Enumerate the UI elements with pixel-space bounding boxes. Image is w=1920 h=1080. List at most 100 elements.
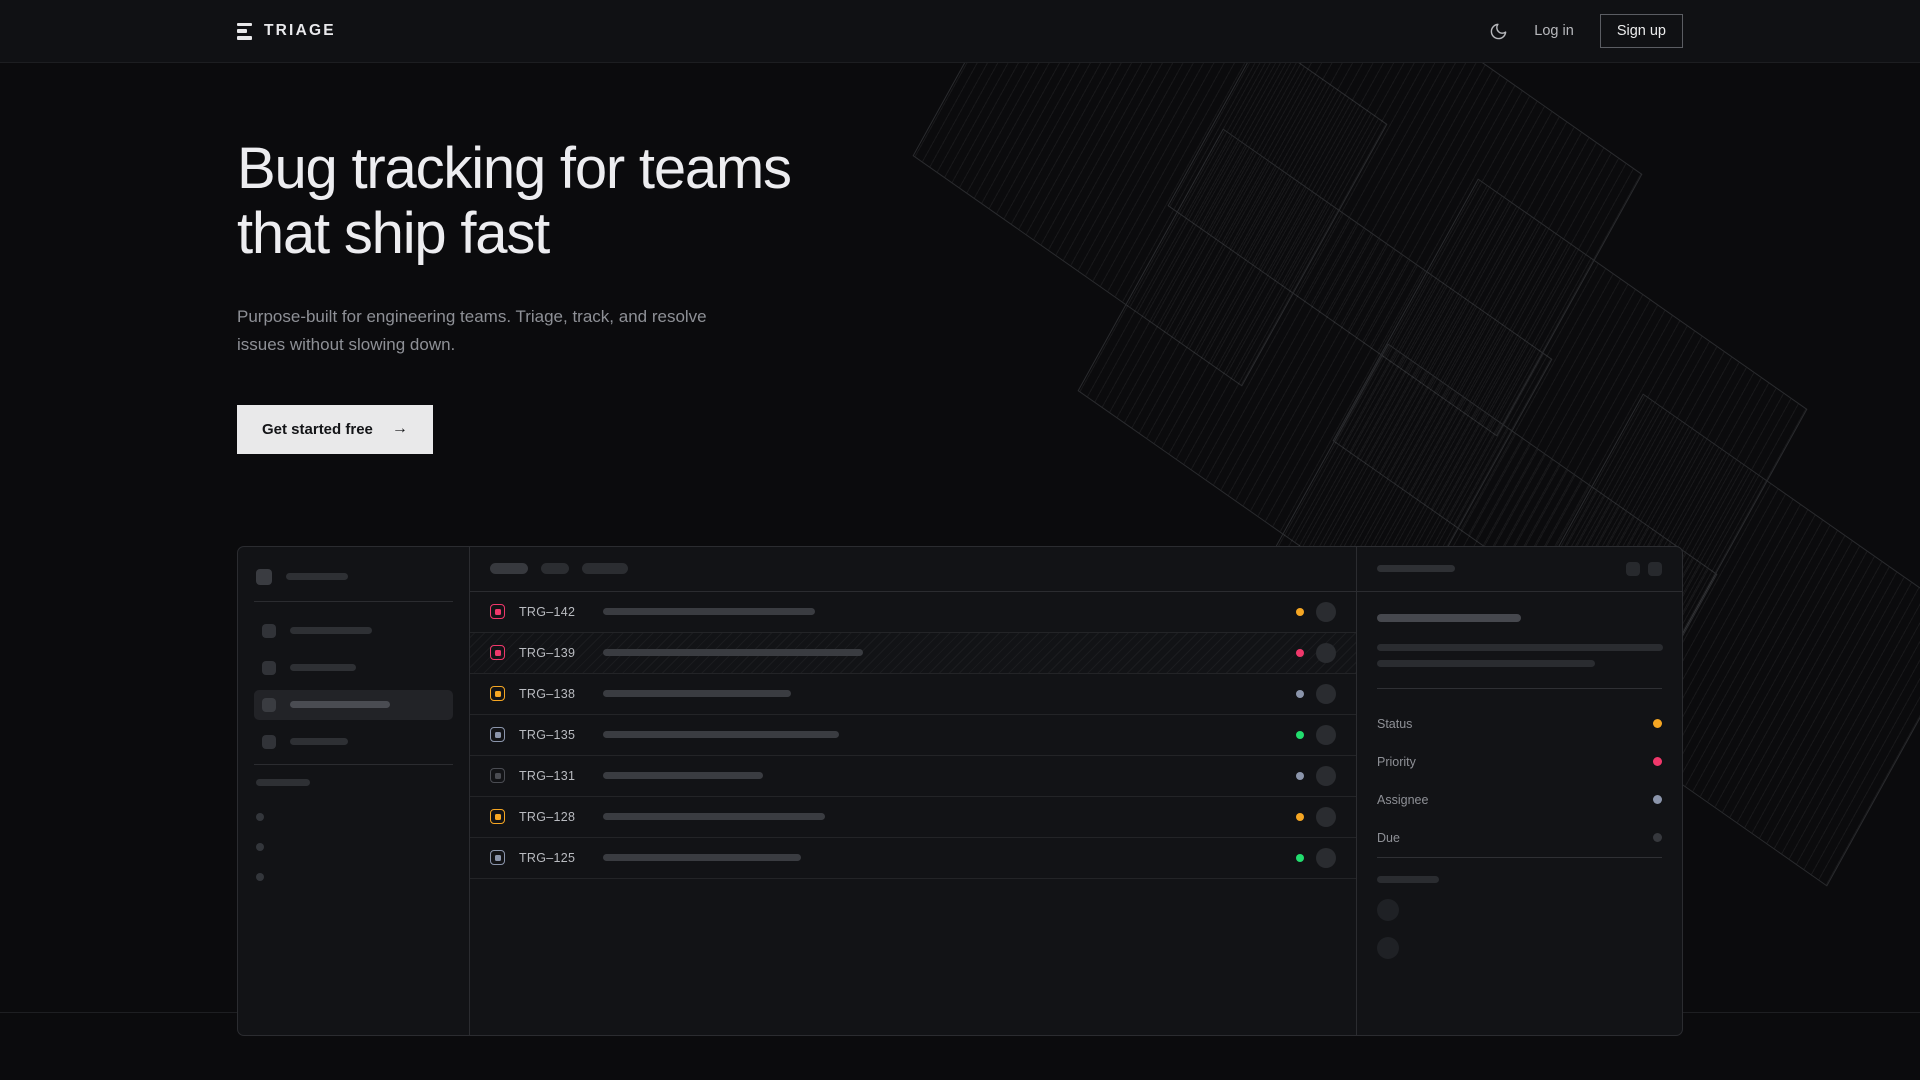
sidebar-item-icon [262, 734, 276, 749]
sidebar-section-heading [256, 778, 451, 786]
status-badge [1296, 648, 1304, 657]
toolbar-filter-chip-2[interactable] [582, 563, 628, 575]
project-dot-icon [256, 812, 264, 821]
issue-row-meta [1296, 642, 1336, 663]
issue-row-meta [1296, 765, 1336, 786]
sidebar-item-3[interactable] [254, 727, 453, 757]
sidebar-nav-list [254, 616, 453, 757]
detail-meta-label: Assignee [1377, 792, 1429, 807]
issue-type-icon [490, 645, 505, 661]
activity-avatar [1377, 898, 1399, 921]
get-started-label: Get started free [262, 420, 373, 438]
detail-divider-2 [1377, 856, 1662, 858]
project-dot-icon [256, 842, 264, 851]
issue-type-icon [490, 768, 505, 784]
detail-meta-row[interactable]: Priority [1377, 743, 1662, 781]
project-dot-icon [256, 872, 264, 881]
issue-type-icon [490, 604, 505, 620]
issue-id: TRG–139 [519, 645, 576, 660]
issue-row-meta [1296, 806, 1336, 827]
issue-title-skeleton [603, 854, 801, 862]
issue-row[interactable]: TRG–125 [470, 838, 1356, 879]
sidebar-item-label-skeleton [290, 738, 348, 746]
activity-heading-skeleton [1377, 875, 1439, 883]
login-link[interactable]: Log in [1534, 23, 1574, 39]
triage-bars-icon [237, 22, 252, 40]
detail-action-button-1[interactable] [1648, 561, 1662, 576]
avatar [1316, 601, 1336, 622]
issue-row[interactable]: TRG–131 [470, 756, 1356, 797]
top-navigation-bar: TRIAGE Log in Sign up [0, 0, 1920, 63]
description-line-skeleton [1377, 659, 1595, 667]
sidebar-workspace[interactable] [254, 565, 453, 599]
detail-meta-value-dot [1653, 833, 1662, 843]
sidebar-item-1[interactable] [254, 653, 453, 683]
sidebar-item-label-skeleton [290, 664, 356, 672]
issue-id: TRG–125 [519, 850, 576, 865]
detail-meta-value-dot [1653, 757, 1662, 767]
detail-meta-value-dot [1653, 719, 1662, 729]
sidebar-project-item[interactable] [254, 802, 453, 832]
detail-meta-label: Priority [1377, 754, 1416, 769]
avatar [1316, 683, 1336, 704]
brand-name: TRIAGE [264, 22, 336, 39]
issue-title-skeleton [603, 690, 791, 698]
detail-meta-label: Status [1377, 716, 1413, 731]
detail-meta-row[interactable]: Assignee [1377, 781, 1662, 819]
detail-divider [1377, 687, 1662, 689]
issue-row-meta [1296, 847, 1336, 868]
description-line-skeleton [1377, 643, 1663, 651]
detail-meta-label: Due [1377, 830, 1400, 845]
signup-button[interactable]: Sign up [1599, 14, 1683, 48]
headline-line-1: Bug tracking for teams [237, 136, 792, 201]
sidebar-item-2[interactable] [254, 689, 453, 720]
issue-title-skeleton [603, 813, 825, 821]
issue-id: TRG–138 [519, 686, 576, 701]
issue-row[interactable]: TRG–128 [470, 797, 1356, 838]
issue-row-meta [1296, 601, 1336, 622]
issue-list-toolbar [470, 547, 1356, 592]
brand-logo[interactable]: TRIAGE [237, 22, 336, 40]
workspace-avatar [256, 568, 272, 585]
detail-meta-row[interactable]: Status [1377, 705, 1662, 743]
sidebar-project-list [254, 802, 453, 892]
detail-action-button-0[interactable] [1626, 561, 1640, 576]
moon-icon[interactable] [1489, 22, 1508, 41]
issue-row[interactable]: TRG–135 [470, 715, 1356, 756]
hero-section: Bug tracking for teams that ship fast Pu… [0, 63, 1920, 454]
issue-type-icon [490, 727, 505, 743]
avatar [1316, 847, 1336, 868]
status-badge [1296, 853, 1304, 862]
sidebar-item-icon [262, 660, 276, 675]
toolbar-filter-chip-1[interactable] [541, 563, 569, 575]
issue-row[interactable]: TRG–139 [470, 632, 1356, 674]
sidebar-item-0[interactable] [254, 616, 453, 646]
headline-line-2: that ship fast [237, 200, 550, 266]
issue-row[interactable]: TRG–142 [470, 592, 1356, 633]
toolbar-filter-chip-0[interactable] [490, 563, 528, 575]
status-badge [1296, 730, 1304, 739]
issue-title-skeleton [603, 649, 863, 657]
status-badge [1296, 607, 1304, 616]
issue-row[interactable]: TRG–138 [470, 674, 1356, 715]
status-badge [1296, 689, 1304, 698]
issue-title-skeleton [603, 731, 839, 739]
sidebar-item-icon [262, 697, 276, 712]
hero-subhead: Purpose-built for engineering teams. Tri… [237, 306, 707, 354]
get-started-button[interactable]: Get started free → [237, 404, 433, 454]
mockup-sidebar [238, 546, 470, 1035]
sidebar-project-item[interactable] [254, 862, 453, 892]
sidebar-project-item[interactable] [254, 832, 453, 862]
issue-title-skeleton [603, 772, 763, 780]
detail-header-actions [1626, 561, 1662, 576]
activity-avatar [1377, 936, 1399, 959]
detail-meta-row[interactable]: Due [1377, 819, 1662, 857]
issue-type-icon [490, 809, 505, 825]
activity-avatars [1377, 898, 1662, 959]
issue-id: TRG–142 [519, 604, 576, 619]
